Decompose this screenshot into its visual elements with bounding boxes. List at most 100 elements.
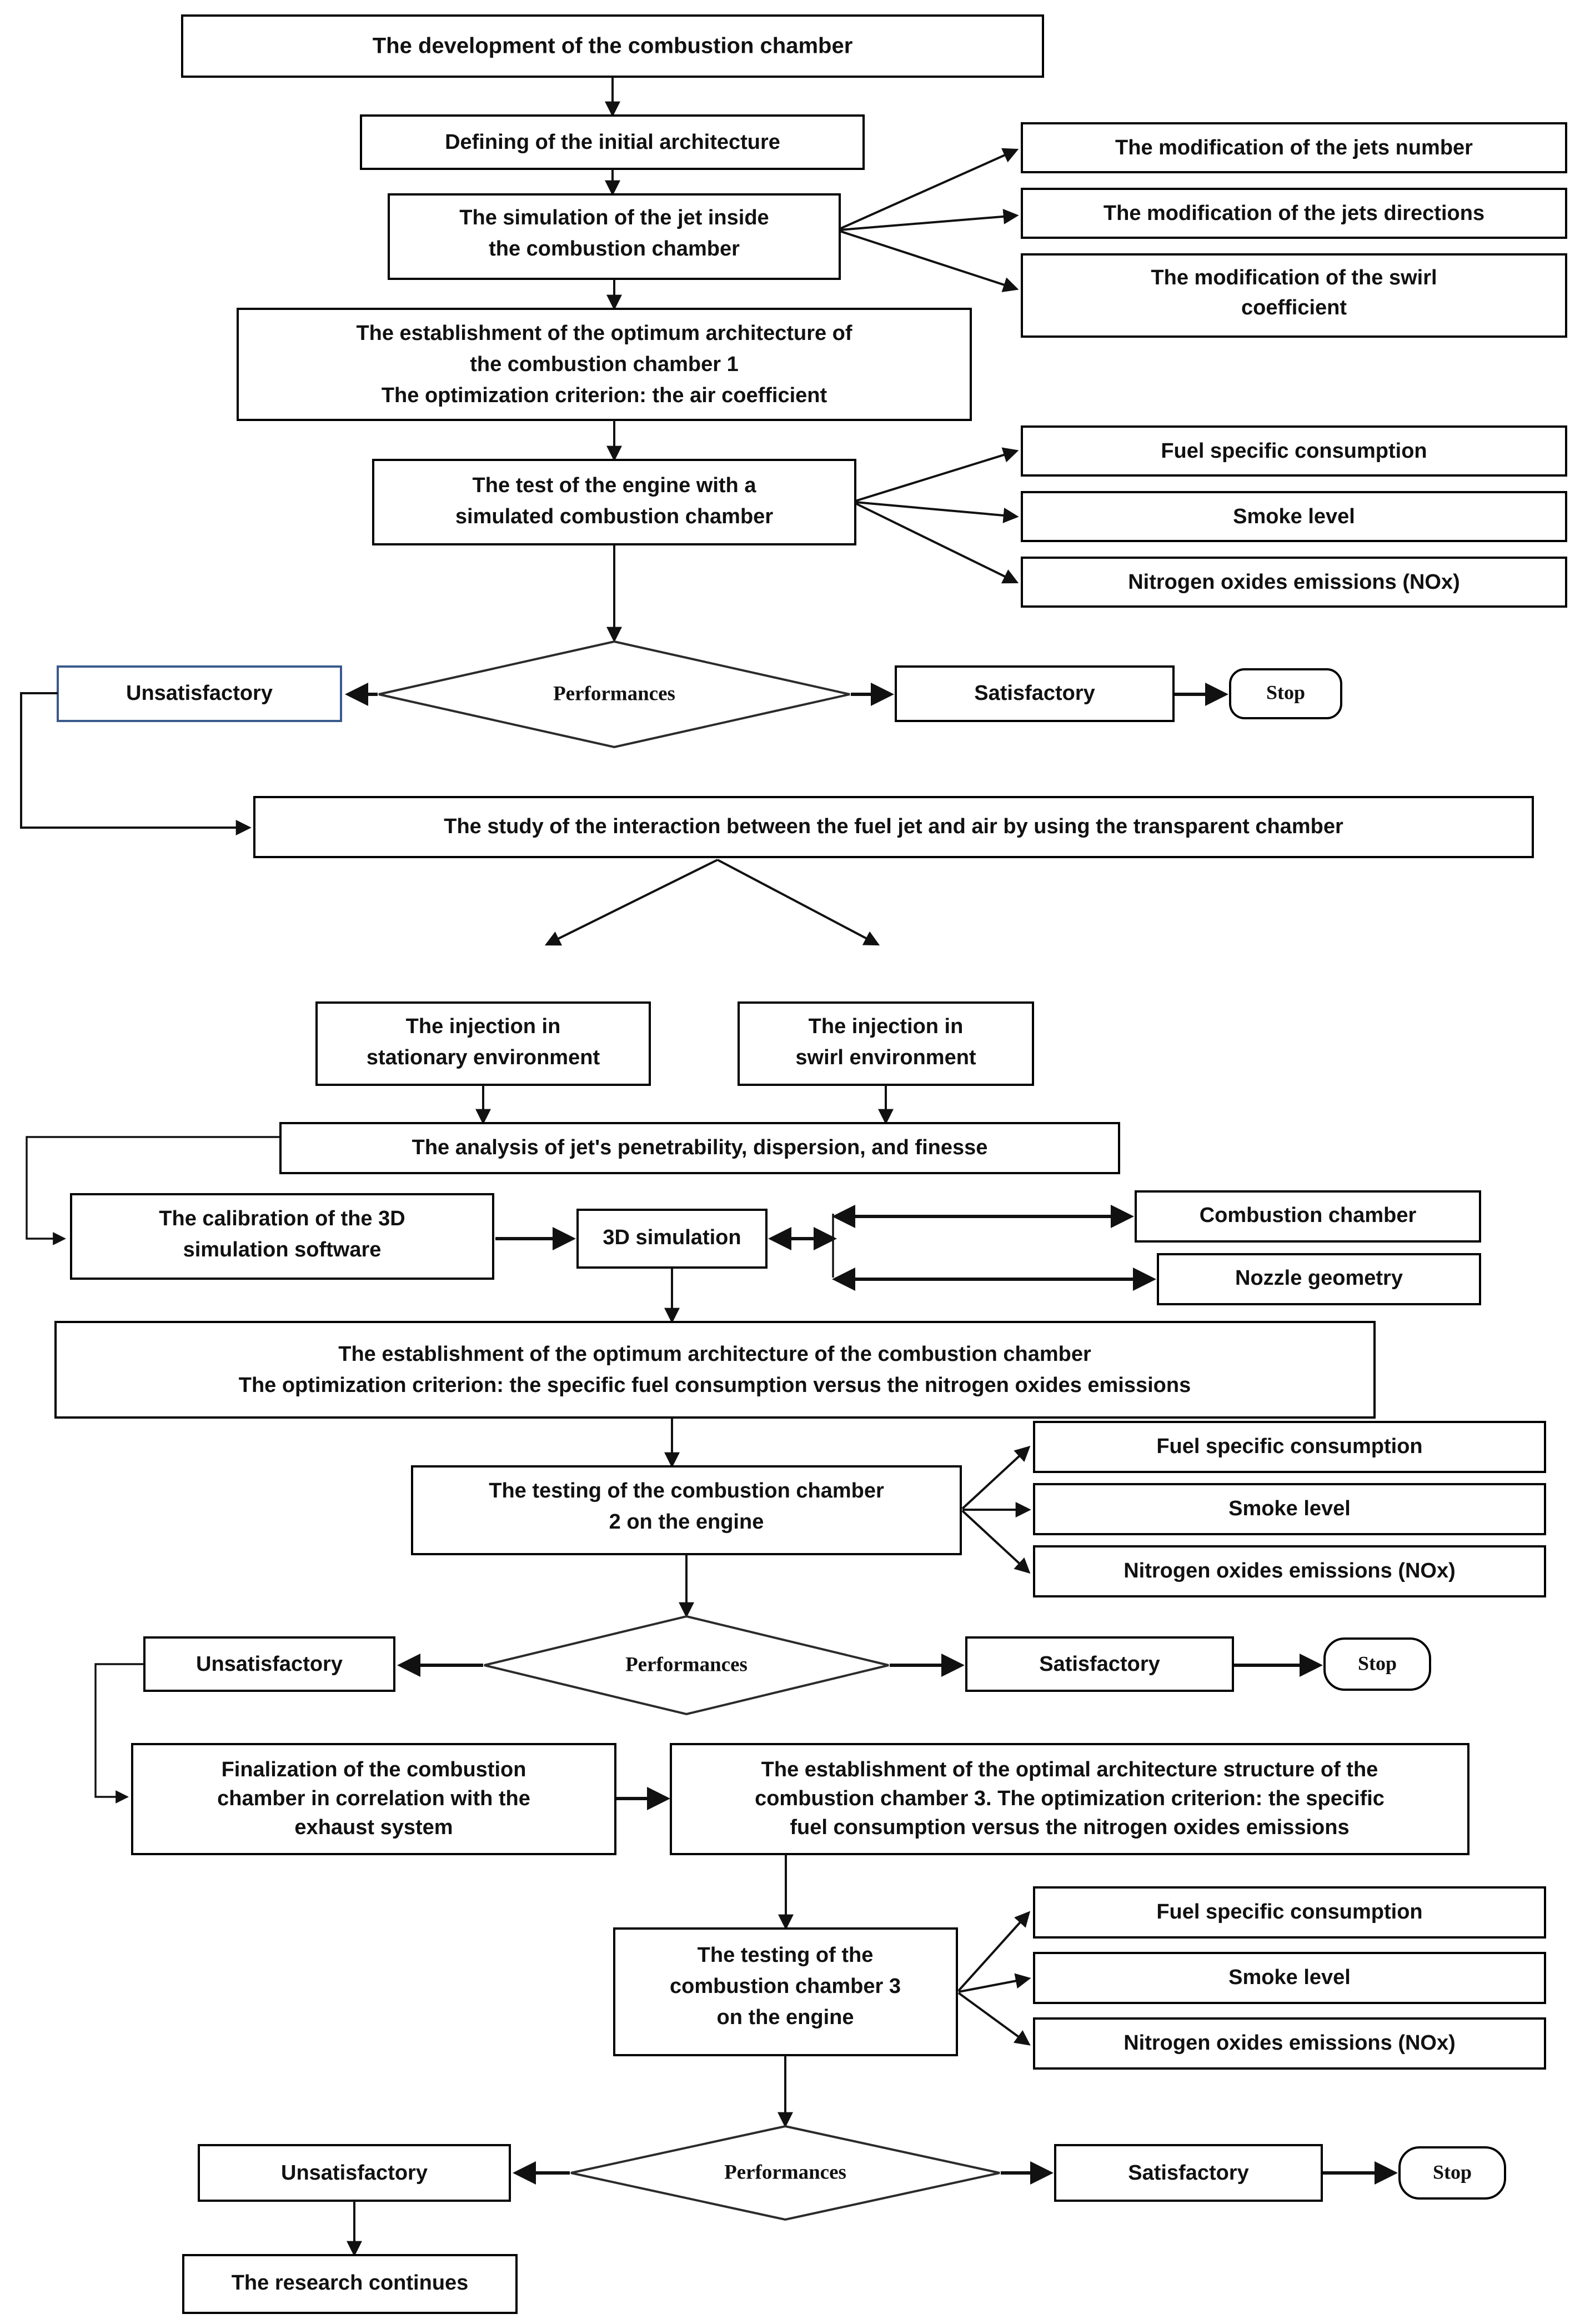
node-s2-satisfactory-label: Satisfactory [1039, 1652, 1160, 1676]
node-testing-chamber-3-line3: on the engine [717, 2006, 854, 2029]
node-research-continues-box[interactable] [182, 2254, 518, 2314]
node-s1-stop-box[interactable] [1229, 668, 1342, 719]
node-jet-analysis[interactable]: The analysis of jet's penetrability, dis… [279, 1122, 1120, 1174]
node-injection-stationary[interactable]: The injection in stationary environment [315, 1001, 651, 1086]
node-engine-test[interactable]: The test of the engine with a simulated … [372, 459, 856, 545]
node-nozzle-geometry-label: Nozzle geometry [1235, 1266, 1403, 1290]
node-jet-simulation-box[interactable] [388, 193, 841, 280]
node-calibration-3d-software-box[interactable] [70, 1193, 494, 1280]
node-injection-swirl[interactable]: The injection in swirl environment [738, 1001, 1034, 1086]
decision-performances-3-label: Performances [724, 2161, 846, 2183]
node-s2-nox-emissions-box[interactable] [1033, 1545, 1546, 1597]
node-calibration-3d-software[interactable]: The calibration of the 3D simulation sof… [70, 1193, 494, 1280]
node-define-architecture-box[interactable] [360, 114, 865, 170]
node-testing-chamber-2[interactable]: The testing of the combustion chamber 2 … [411, 1465, 962, 1555]
node-engine-test-box[interactable] [372, 459, 856, 545]
node-s2-satisfactory[interactable]: Satisfactory [965, 1636, 1234, 1692]
node-testing-chamber-3-line1: The testing of the [698, 1944, 874, 1967]
node-s2-fuel-consumption[interactable]: Fuel specific consumption [1033, 1421, 1546, 1473]
node-transparent-chamber-study-box[interactable] [253, 796, 1534, 858]
decision-performances-1-label: Performances [553, 682, 675, 705]
node-finalization-exhaust[interactable]: Finalization of the combustion chamber i… [131, 1743, 616, 1855]
node-injection-stationary-box[interactable] [315, 1001, 651, 1086]
node-s3-nox-emissions[interactable]: Nitrogen oxides emissions (NOx) [1033, 2017, 1546, 2070]
node-s3-stop-label: Stop [1433, 2161, 1472, 2183]
decision-performances-1-shape[interactable] [378, 640, 850, 749]
node-mod-jets-directions-box[interactable] [1021, 188, 1567, 239]
node-define-architecture-label: Defining of the initial architecture [445, 131, 780, 154]
node-s3-fuel-consumption[interactable]: Fuel specific consumption [1033, 1886, 1546, 1939]
node-combustion-chamber[interactable]: Combustion chamber [1135, 1190, 1481, 1243]
node-s2-smoke-level-label: Smoke level [1228, 1497, 1351, 1520]
node-optimum-architecture-1-line1: The establishment of the optimum archite… [356, 322, 852, 345]
node-s1-nox-emissions-box[interactable] [1021, 557, 1567, 608]
edge-test-to-fuel [855, 447, 1019, 502]
node-s2-nox-emissions[interactable]: Nitrogen oxides emissions (NOx) [1033, 1545, 1546, 1597]
node-s1-nox-emissions[interactable]: Nitrogen oxides emissions (NOx) [1021, 557, 1567, 608]
node-s2-smoke-level-box[interactable] [1033, 1483, 1546, 1535]
node-s3-satisfactory[interactable]: Satisfactory [1054, 2144, 1323, 2202]
node-mod-jets-directions[interactable]: The modification of the jets directions [1021, 188, 1567, 239]
node-nozzle-geometry[interactable]: Nozzle geometry [1157, 1253, 1481, 1305]
node-mod-jets-number-box[interactable] [1021, 122, 1567, 173]
node-s3-stop[interactable]: Stop [1398, 2146, 1506, 2200]
node-jet-analysis-box[interactable] [279, 1122, 1120, 1174]
decision-performances-2-shape[interactable] [484, 1615, 889, 1716]
node-mod-swirl-coefficient-box[interactable] [1021, 253, 1567, 338]
node-3d-simulation[interactable]: 3D simulation [576, 1209, 768, 1269]
node-s2-stop[interactable]: Stop [1323, 1637, 1431, 1691]
node-optimum-architecture-1-box[interactable] [237, 308, 972, 421]
node-mod-jets-number[interactable]: The modification of the jets number [1021, 122, 1567, 173]
decision-performances-2[interactable]: Performances [484, 1615, 889, 1716]
node-s3-smoke-level-box[interactable] [1033, 1952, 1546, 2004]
node-s1-fuel-consumption[interactable]: Fuel specific consumption [1021, 425, 1567, 477]
node-optimum-architecture-2-line2: The optimization criterion: the specific… [239, 1374, 1191, 1397]
decision-performances-3-shape[interactable] [570, 2125, 1000, 2221]
node-define-architecture[interactable]: Defining of the initial architecture [360, 114, 865, 170]
node-s2-smoke-level[interactable]: Smoke level [1033, 1483, 1546, 1535]
node-s1-stop[interactable]: Stop [1229, 668, 1342, 719]
node-finalization-exhaust-box[interactable] [131, 1743, 616, 1855]
node-optimum-architecture-2[interactable]: The establishment of the optimum archite… [54, 1321, 1376, 1419]
node-s1-satisfactory-box[interactable] [895, 665, 1175, 722]
node-s1-unsatisfactory[interactable]: Unsatisfactory [57, 665, 342, 722]
node-s1-fuel-consumption-box[interactable] [1021, 425, 1567, 477]
node-transparent-chamber-study[interactable]: The study of the interaction between the… [253, 796, 1534, 858]
node-s3-smoke-level[interactable]: Smoke level [1033, 1952, 1546, 2004]
node-combustion-chamber-box[interactable] [1135, 1190, 1481, 1243]
node-optimal-architecture-3-box[interactable] [670, 1743, 1469, 1855]
node-s3-stop-box[interactable] [1398, 2146, 1506, 2200]
node-s3-unsatisfactory[interactable]: Unsatisfactory [198, 2144, 511, 2202]
node-s3-nox-emissions-box[interactable] [1033, 2017, 1546, 2070]
node-3d-simulation-box[interactable] [576, 1209, 768, 1269]
node-s1-unsatisfactory-label: Unsatisfactory [126, 682, 273, 705]
decision-performances-3[interactable]: Performances [570, 2125, 1000, 2221]
node-start-box[interactable] [181, 14, 1044, 78]
node-injection-swirl-line2: swirl environment [795, 1046, 976, 1069]
node-s1-smoke-level-box[interactable] [1021, 491, 1567, 542]
node-mod-swirl-coefficient[interactable]: The modification of the swirl coefficien… [1021, 253, 1567, 338]
node-optimum-architecture-1-line2: the combustion chamber 1 [470, 353, 739, 376]
node-optimum-architecture-1[interactable]: The establishment of the optimum archite… [237, 308, 972, 421]
node-research-continues[interactable]: The research continues [182, 2254, 518, 2314]
node-testing-chamber-3[interactable]: The testing of the combustion chamber 3 … [613, 1927, 958, 2056]
node-nozzle-geometry-box[interactable] [1157, 1253, 1481, 1305]
node-s1-smoke-level[interactable]: Smoke level [1021, 491, 1567, 542]
edge-test-to-smoke [855, 501, 1019, 523]
node-s2-unsatisfactory[interactable]: Unsatisfactory [143, 1636, 395, 1692]
node-testing-chamber-3-box[interactable] [613, 1927, 958, 2056]
node-calibration-3d-software-line1: The calibration of the 3D [159, 1207, 405, 1230]
node-optimal-architecture-3[interactable]: The establishment of the optimal archite… [670, 1743, 1469, 1855]
node-jet-simulation[interactable]: The simulation of the jet inside the com… [388, 193, 841, 280]
node-optimum-architecture-2-box[interactable] [54, 1321, 1376, 1419]
decision-performances-1[interactable]: Performances [378, 640, 850, 749]
node-s1-satisfactory[interactable]: Satisfactory [895, 665, 1175, 722]
node-engine-test-line2: simulated combustion chamber [455, 505, 773, 528]
node-s3-fuel-consumption-box[interactable] [1033, 1886, 1546, 1939]
node-s3-satisfactory-box[interactable] [1054, 2144, 1323, 2202]
node-s2-fuel-consumption-box[interactable] [1033, 1421, 1546, 1473]
node-start[interactable]: The development of the combustion chambe… [181, 14, 1044, 78]
node-s2-satisfactory-box[interactable] [965, 1636, 1234, 1692]
node-s2-stop-box[interactable] [1323, 1637, 1431, 1691]
